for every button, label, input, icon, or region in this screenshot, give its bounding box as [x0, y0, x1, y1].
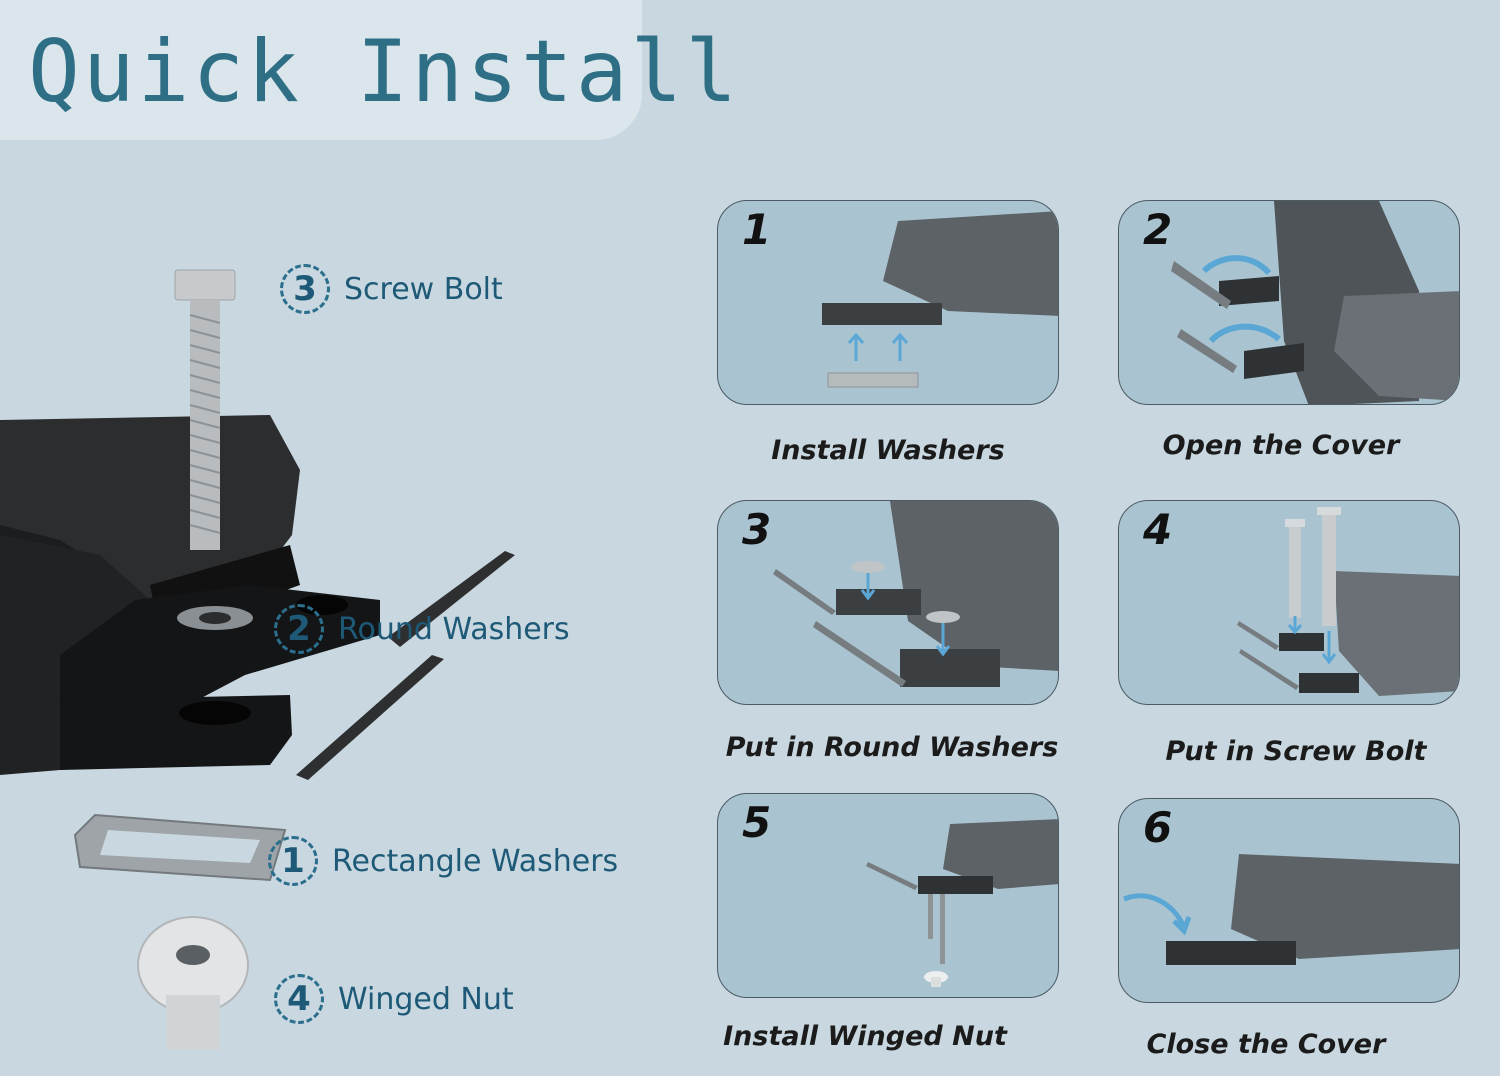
step-caption-2: Open the Cover [1162, 430, 1400, 461]
part-label: Screw Bolt [344, 271, 503, 307]
step-panel-2: 2 [1118, 200, 1460, 405]
open-cover-illustration [1171, 201, 1459, 404]
step-number: 3 [742, 505, 772, 554]
step-panel-5: 5 [717, 793, 1059, 998]
step-number: 2 [1143, 205, 1173, 254]
part-screw-bolt: 3 Screw Bolt [280, 264, 503, 314]
part-label: Winged Nut [338, 981, 514, 1017]
part-winged-nut: 4 Winged Nut [274, 974, 514, 1024]
screw-bolt-illustration [1237, 507, 1459, 696]
close-cover-illustration [1123, 854, 1459, 965]
step-caption-1: Install Washers [771, 435, 1005, 466]
step-number: 1 [742, 205, 772, 254]
part-rectangle-washers: 1 Rectangle Washers [268, 836, 618, 886]
step-caption-5: Install Winged Nut [723, 1021, 1007, 1052]
page-title: Quick Install [28, 22, 741, 122]
step-number: 5 [742, 798, 772, 847]
step-panel-1: 1 [717, 200, 1059, 405]
hinge-assembly-illustration [0, 269, 515, 1050]
part-label: Rectangle Washers [332, 843, 619, 879]
part-number-badge: 2 [274, 604, 324, 654]
round-washers-illustration [773, 501, 1058, 687]
part-number-badge: 4 [274, 974, 324, 1024]
winged-nut-illustration [866, 819, 1058, 987]
step-number: 6 [1143, 803, 1173, 852]
step-panel-3: 3 [717, 500, 1059, 705]
step-caption-3: Put in Round Washers [725, 732, 1059, 763]
step-panel-6: 6 [1118, 798, 1460, 1003]
part-round-washers: 2 Round Washers [274, 604, 570, 654]
install-washers-illustration [822, 211, 1058, 388]
step-number: 4 [1143, 505, 1173, 554]
part-number-badge: 3 [280, 264, 330, 314]
step-caption-6: Close the Cover [1146, 1029, 1386, 1060]
part-number-badge: 1 [268, 836, 318, 886]
step-panel-4: 4 [1118, 500, 1460, 705]
step-caption-4: Put in Screw Bolt [1165, 736, 1427, 767]
title-banner: Quick Install [0, 0, 737, 140]
part-label: Round Washers [338, 611, 570, 647]
